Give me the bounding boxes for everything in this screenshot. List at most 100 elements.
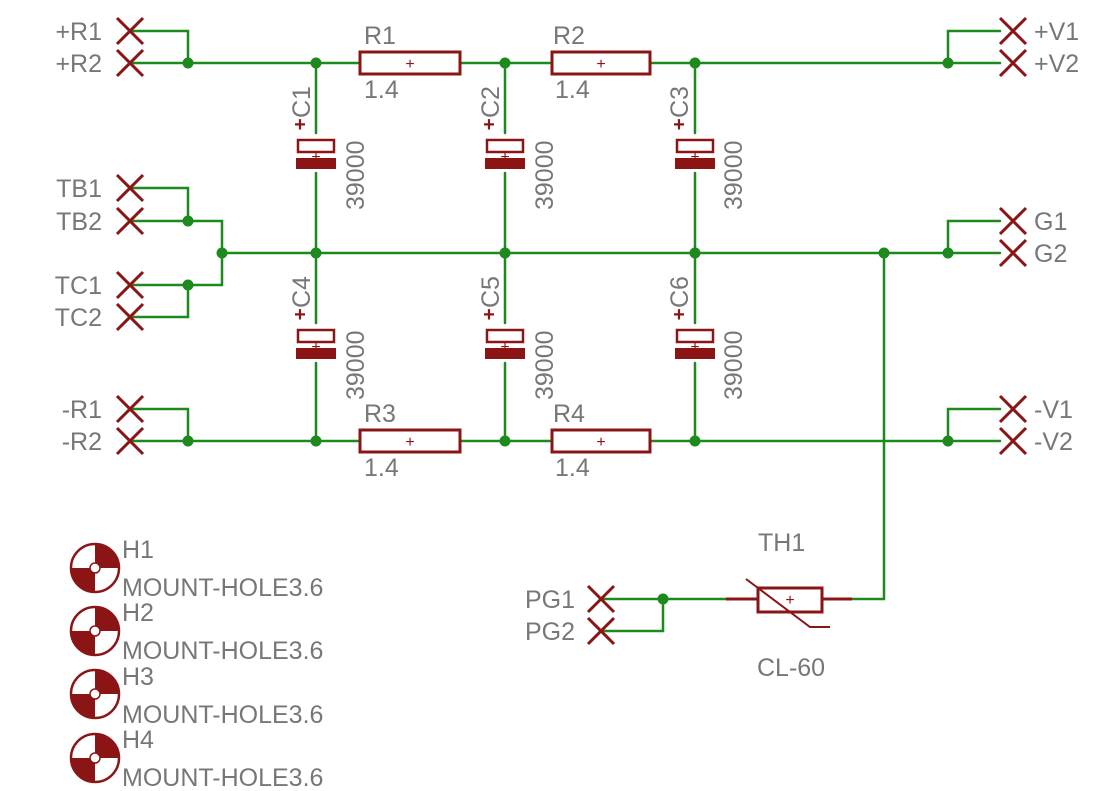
label-r2-value: 1.4	[555, 76, 590, 104]
pin-x-icon[interactable]	[998, 48, 1028, 78]
thermistor-th1[interactable]: +	[726, 578, 852, 628]
wire-tb	[128, 186, 224, 287]
capacitor-c5[interactable]: + +	[483, 304, 525, 359]
capacitor-plate-top[interactable]	[485, 138, 525, 154]
capacitor-c1[interactable]: + +	[294, 114, 336, 169]
pin-x-icon[interactable]	[586, 616, 616, 646]
pin-x-icon[interactable]	[115, 173, 145, 203]
label-c4-value: 39000	[342, 330, 370, 400]
wire-bottom-right	[648, 407, 1002, 443]
mount-hole-h4[interactable]	[69, 732, 121, 784]
label-r4-value: 1.4	[555, 454, 590, 482]
mount-hole-labels: H1 MOUNT-HOLE3.6 H2 MOUNT-HOLE3.6 H3 MOU…	[122, 536, 323, 791]
capacitor-c3[interactable]: + +	[673, 114, 715, 169]
capacitor-plate-top[interactable]	[485, 328, 525, 344]
wires	[128, 29, 1002, 633]
resistor-body[interactable]	[550, 428, 652, 454]
resistor-r1[interactable]: +	[358, 50, 462, 76]
capacitor-plate-top[interactable]	[296, 138, 336, 154]
pin-x-icon[interactable]	[998, 16, 1028, 46]
resistor-r2[interactable]: +	[550, 50, 652, 76]
label-h4-value: MOUNT-HOLE3.6	[122, 764, 323, 791]
pin-x-icon[interactable]	[115, 426, 145, 456]
capacitor-polarity: +	[673, 114, 685, 136]
label-tb2: TB2	[56, 208, 102, 236]
label-g1: G1	[1034, 208, 1067, 236]
pin-x-icon[interactable]	[115, 206, 145, 236]
pin-x-icon[interactable]	[115, 270, 145, 300]
pin-x-icon[interactable]	[998, 238, 1028, 268]
mount-hole-h1[interactable]	[69, 542, 121, 594]
label-tc1: TC1	[55, 272, 102, 300]
resistor-body[interactable]	[550, 50, 652, 76]
wire-tc	[128, 283, 224, 319]
capacitor-c6[interactable]: + +	[673, 304, 715, 359]
mount-hole-h3[interactable]	[69, 668, 121, 720]
capacitor-plate-bottom[interactable]	[485, 348, 525, 359]
capacitor-plate-bottom[interactable]	[675, 158, 715, 169]
label-minus-r1: -R1	[62, 396, 102, 424]
label-c5-name: C5	[477, 276, 505, 308]
pin-x-icon[interactable]	[998, 394, 1028, 424]
capacitor-polarity: +	[483, 114, 495, 136]
pin-x-icon[interactable]	[998, 426, 1028, 456]
pin-x-icon[interactable]	[115, 16, 145, 46]
capacitor-plate-top[interactable]	[675, 138, 715, 154]
pin-x-icon[interactable]	[998, 206, 1028, 236]
capacitor-plate-bottom[interactable]	[675, 348, 715, 359]
label-c6-name: C6	[666, 276, 694, 308]
resistor-body[interactable]	[358, 428, 462, 454]
junction-dot	[216, 247, 228, 259]
pin-x-icon[interactable]	[115, 48, 145, 78]
capacitor-marker: +	[311, 149, 320, 166]
label-h1-value: MOUNT-HOLE3.6	[122, 574, 323, 602]
pin-x-icon[interactable]	[115, 302, 145, 332]
label-tc2: TC2	[55, 304, 102, 332]
capacitor-polarity: +	[673, 304, 685, 326]
resistor-body[interactable]	[358, 50, 462, 76]
junction-dot	[182, 215, 194, 227]
label-c1-name: C1	[288, 86, 316, 118]
thermistor-labels: TH1 CL-60	[757, 529, 825, 682]
label-c5-value: 39000	[531, 330, 559, 400]
resistor-r4[interactable]: +	[550, 428, 652, 454]
pin-x-icon[interactable]	[586, 584, 616, 614]
label-c3-value: 39000	[720, 140, 748, 210]
junctions	[182, 57, 954, 605]
label-tb1: TB1	[56, 175, 102, 203]
label-g2: G2	[1034, 240, 1067, 268]
label-minus-r2: -R2	[62, 428, 102, 456]
label-h3-name: H3	[122, 663, 154, 691]
mount-hole-center	[89, 688, 101, 700]
resistor-marker: +	[596, 434, 605, 451]
capacitor-plate-top[interactable]	[675, 328, 715, 344]
junction-dot	[310, 435, 322, 447]
label-r1-name: R1	[364, 22, 396, 50]
junction-dot	[182, 57, 194, 69]
resistor-r3[interactable]: +	[358, 428, 462, 454]
capacitor-c2[interactable]: + +	[483, 114, 525, 169]
resistor-marker: +	[405, 434, 414, 451]
capacitor-plate-top[interactable]	[296, 328, 336, 344]
label-r2-name: R2	[553, 22, 585, 50]
label-h1-name: H1	[122, 536, 154, 564]
mount-hole-h2[interactable]	[69, 605, 121, 657]
label-plus-r2: +R2	[55, 50, 102, 78]
thermistor-marker: +	[785, 592, 794, 609]
junction-dot	[310, 247, 322, 259]
label-c1-value: 39000	[342, 140, 370, 210]
wire-top-right	[648, 29, 1002, 65]
junction-dot	[499, 435, 511, 447]
capacitor-plate-bottom[interactable]	[296, 158, 336, 169]
capacitor-marker: +	[500, 339, 509, 356]
pin-x-icon[interactable]	[115, 394, 145, 424]
capacitor-plate-bottom[interactable]	[296, 348, 336, 359]
label-h4-name: H4	[122, 726, 154, 754]
junction-dot	[310, 57, 322, 69]
junction-dot	[499, 247, 511, 259]
capacitor-polarity: +	[294, 304, 306, 326]
capacitor-marker: +	[500, 149, 509, 166]
capacitor-c4[interactable]: + +	[294, 304, 336, 359]
capacitor-plate-bottom[interactable]	[485, 158, 525, 169]
